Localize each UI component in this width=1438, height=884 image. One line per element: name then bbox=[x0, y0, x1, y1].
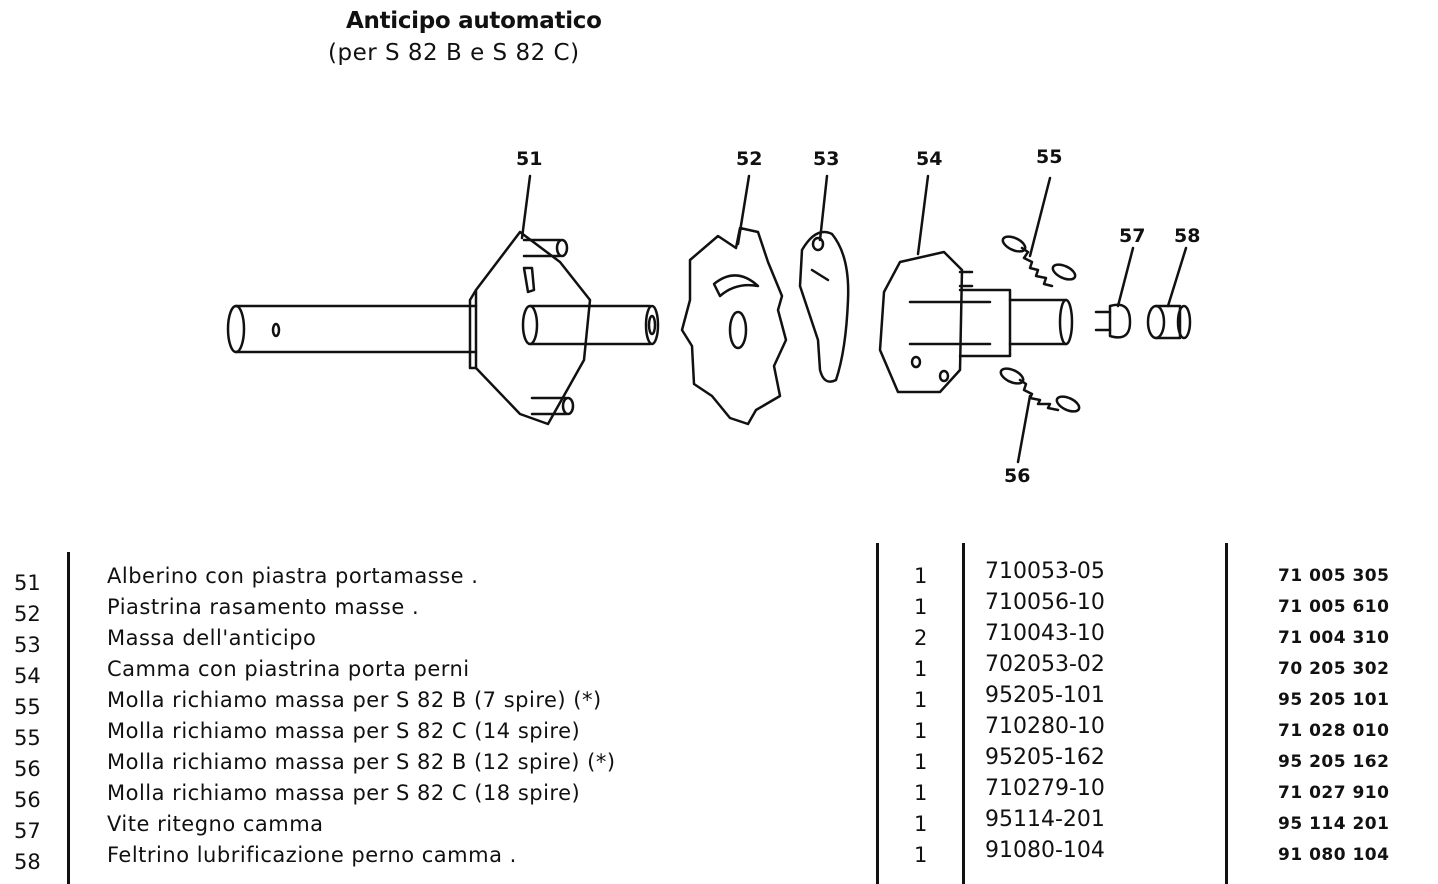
row-fiat-code: 71 004 310 bbox=[1278, 628, 1390, 648]
exploded-parts-diagram: 51 52 53 54 55 56 57 58 bbox=[226, 146, 1200, 487]
row-position: 55 bbox=[14, 726, 41, 750]
row-part-code: 95205-101 bbox=[985, 683, 1105, 708]
thrust-plate-52 bbox=[680, 226, 788, 426]
callout-58: 58 bbox=[1174, 225, 1200, 247]
row-part-code: 710279-10 bbox=[985, 776, 1105, 801]
row-quantity: 1 bbox=[914, 595, 928, 619]
row-description: Molla richiamo massa per S 82 B (12 spir… bbox=[107, 750, 616, 774]
row-description: Piastrina rasamento masse . bbox=[107, 595, 420, 619]
row-part-code: 702053-02 bbox=[985, 652, 1105, 677]
row-position: 57 bbox=[14, 819, 41, 843]
spring-56 bbox=[999, 367, 1081, 413]
row-position: 53 bbox=[14, 633, 41, 657]
row-position: 54 bbox=[14, 664, 41, 688]
table-row: 54 Camma con piastrina porta perni 1 702… bbox=[0, 652, 1438, 688]
row-quantity: 1 bbox=[914, 781, 928, 805]
row-part-code: 710280-10 bbox=[985, 714, 1105, 739]
row-description: Molla richiamo massa per S 82 C (18 spir… bbox=[107, 781, 581, 805]
row-quantity: 1 bbox=[914, 657, 928, 681]
row-description: Alberino con piastra portamasse . bbox=[107, 564, 479, 588]
row-fiat-code: 95 205 162 bbox=[1278, 752, 1390, 772]
table-divider-qty bbox=[876, 543, 879, 884]
spring-55 bbox=[1001, 235, 1077, 288]
shaft-with-plate-51 bbox=[226, 230, 660, 426]
callout-55: 55 bbox=[1036, 146, 1062, 168]
row-part-code: 710043-10 bbox=[985, 621, 1105, 646]
row-position: 56 bbox=[14, 788, 41, 812]
table-divider-code bbox=[962, 543, 965, 884]
row-fiat-code: 71 005 610 bbox=[1278, 597, 1390, 617]
row-part-code: 95205-162 bbox=[985, 745, 1105, 770]
page-subtitle: (per S 82 B e S 82 C) bbox=[328, 40, 580, 66]
cam-54 bbox=[878, 250, 1074, 394]
row-position: 51 bbox=[14, 571, 41, 595]
callout-57: 57 bbox=[1119, 225, 1145, 247]
table-row: 55 Molla richiamo massa per S 82 B (7 sp… bbox=[0, 683, 1438, 719]
callout-52: 52 bbox=[736, 148, 762, 170]
table-row: 57 Vite ritegno camma 1 95114-201 95 114… bbox=[0, 807, 1438, 843]
row-part-code: 95114-201 bbox=[985, 807, 1105, 832]
table-row: 58 Feltrino lubrificazione perno camma .… bbox=[0, 838, 1438, 874]
row-fiat-code: 95 114 201 bbox=[1278, 814, 1390, 834]
table-row: 55 Molla richiamo massa per S 82 C (14 s… bbox=[0, 714, 1438, 750]
row-description: Molla richiamo massa per S 82 C (14 spir… bbox=[107, 719, 581, 743]
row-position: 56 bbox=[14, 757, 41, 781]
row-description: Massa dell'anticipo bbox=[107, 626, 317, 650]
row-position: 55 bbox=[14, 695, 41, 719]
row-fiat-code: 70 205 302 bbox=[1278, 659, 1390, 679]
callout-51: 51 bbox=[516, 148, 542, 170]
screw-57 bbox=[1094, 303, 1132, 339]
table-row: 56 Molla richiamo massa per S 82 B (12 s… bbox=[0, 745, 1438, 781]
row-description: Camma con piastrina porta perni bbox=[107, 657, 470, 681]
table-divider-fiat bbox=[1225, 543, 1228, 884]
row-fiat-code: 95 205 101 bbox=[1278, 690, 1390, 710]
row-position: 58 bbox=[14, 850, 41, 874]
callout-53: 53 bbox=[813, 148, 839, 170]
table-row: 53 Massa dell'anticipo 2 710043-10 71 00… bbox=[0, 621, 1438, 657]
row-quantity: 1 bbox=[914, 719, 928, 743]
row-position: 52 bbox=[14, 602, 41, 626]
row-description: Feltrino lubrificazione perno camma . bbox=[107, 843, 517, 867]
row-part-code: 91080-104 bbox=[985, 838, 1105, 863]
row-fiat-code: 91 080 104 bbox=[1278, 845, 1390, 865]
row-quantity: 1 bbox=[914, 750, 928, 774]
row-fiat-code: 71 028 010 bbox=[1278, 721, 1390, 741]
table-row: 52 Piastrina rasamento masse . 1 710056-… bbox=[0, 590, 1438, 626]
table-row: 51 Alberino con piastra portamasse . 1 7… bbox=[0, 559, 1438, 595]
row-fiat-code: 71 005 305 bbox=[1278, 566, 1390, 586]
row-quantity: 2 bbox=[914, 626, 928, 650]
table-row: 56 Molla richiamo massa per S 82 C (18 s… bbox=[0, 776, 1438, 812]
felt-58 bbox=[1146, 304, 1192, 340]
table-divider-left bbox=[67, 552, 70, 884]
row-part-code: 710053-05 bbox=[985, 559, 1105, 584]
callout-56: 56 bbox=[1004, 465, 1030, 487]
row-description: Vite ritegno camma bbox=[107, 812, 324, 836]
row-quantity: 1 bbox=[914, 688, 928, 712]
row-part-code: 710056-10 bbox=[985, 590, 1105, 615]
page-title: Anticipo automatico bbox=[346, 8, 602, 34]
row-fiat-code: 71 027 910 bbox=[1278, 783, 1390, 803]
row-description: Molla richiamo massa per S 82 B (7 spire… bbox=[107, 688, 602, 712]
weight-53 bbox=[798, 230, 850, 383]
callout-54: 54 bbox=[916, 148, 942, 170]
row-quantity: 1 bbox=[914, 812, 928, 836]
row-quantity: 1 bbox=[914, 564, 928, 588]
row-quantity: 1 bbox=[914, 843, 928, 867]
